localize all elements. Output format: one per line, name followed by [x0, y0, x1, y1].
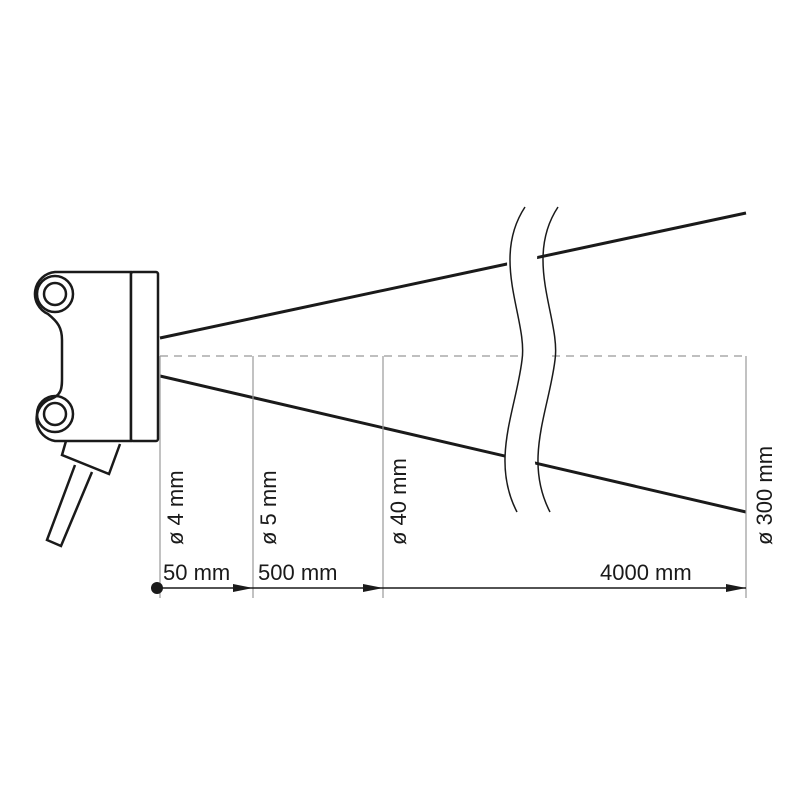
distance-label-4000mm: 4000 mm: [600, 560, 692, 585]
diameter-label-4mm: ø 4 mm: [163, 470, 188, 545]
diameter-label-40mm: ø 40 mm: [386, 458, 411, 545]
beam-upper-edge: [159, 211, 747, 340]
diameter-label-5mm: ø 5 mm: [256, 470, 281, 545]
break-mark: [504, 196, 553, 524]
sensor-body: [33, 270, 160, 548]
distance-label-50mm: 50 mm: [163, 560, 230, 585]
distance-label-500mm: 500 mm: [258, 560, 337, 585]
break-lines: [504, 206, 559, 513]
guide-lines: [159, 356, 747, 598]
beam-lower-edge: [159, 374, 747, 514]
dimension-line: [151, 582, 746, 594]
diameter-label-300mm: ø 300 mm: [752, 446, 777, 545]
